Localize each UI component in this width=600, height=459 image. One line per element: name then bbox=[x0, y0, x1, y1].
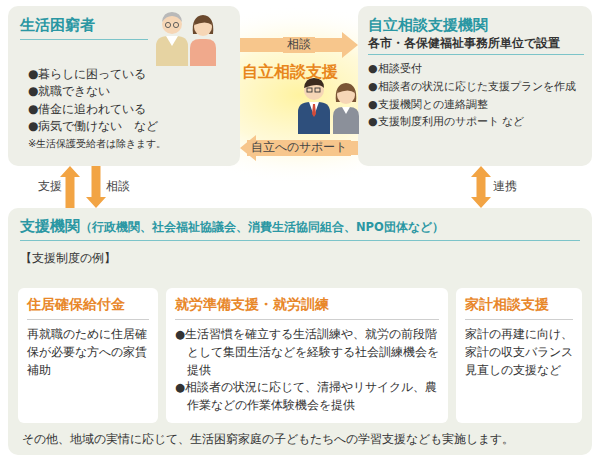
center-label: 自立相談支援 bbox=[242, 62, 338, 83]
box-title: 家計相談支援 bbox=[465, 296, 573, 320]
arrow-label: 連携 bbox=[493, 179, 517, 195]
flow-arrow bbox=[240, 135, 358, 161]
client-box: 生活困窮者 ●暮らしに困っている●就職できない●借金に追われている●病気で働けない… bbox=[8, 6, 240, 166]
box-text: ●相談者の状況に応じた支援プランを作成 bbox=[368, 78, 584, 96]
box-text: 家計の再建に向け、家計の収支バランス見直しの支援など bbox=[465, 326, 573, 379]
box-text: その他、地域の実情に応じて、生活困窮家庭の子どもたちへの学習支援なども実施します… bbox=[22, 431, 578, 447]
box-title: 自立相談支援機関 bbox=[368, 16, 584, 36]
title-row: 支援機関（行政機関、社会福祉協議会、消費生活協同組合、NPO団体など） bbox=[20, 216, 580, 241]
agency-box: 自立相談支援機関各市・各保健福祉事務所単位で設置 ●相談受付●相談者の状況に応じた… bbox=[358, 6, 592, 166]
box-text: ●病気で働けない など bbox=[20, 118, 228, 135]
counselor-pair bbox=[298, 78, 359, 134]
arrow-label: 相談 bbox=[283, 37, 315, 53]
box-text: （行政機関、社会福祉協議会、消費生活協同組合、NPO団体など） bbox=[80, 220, 444, 234]
arrow-label: 相談 bbox=[106, 179, 130, 195]
box-text: ●相談受付 bbox=[368, 60, 584, 78]
flow-arrow bbox=[240, 32, 358, 58]
box-text: ●就職できない bbox=[20, 83, 228, 100]
box-text: ●支援制度利用のサポート など bbox=[368, 113, 584, 131]
box-text: ●支援機関との連絡調整 bbox=[368, 96, 584, 114]
program-box: 住居確保給付金再就職のために住居確保が必要な方への家賃補助 bbox=[18, 288, 158, 423]
box-title: 生活困窮者 bbox=[20, 16, 148, 40]
arrow-label: 自立へのサポート bbox=[247, 140, 351, 156]
flow-arrow bbox=[60, 166, 80, 208]
box-text: 再就職のために住居確保が必要な方への家賃補助 bbox=[27, 326, 149, 379]
support-org-box: 支援機関（行政機関、社会福祉協議会、消費生活協同組合、NPO団体など） 【支援制度… bbox=[8, 208, 592, 455]
box-title: 住居確保給付金 bbox=[27, 296, 149, 320]
box-text: ●暮らしに困っている bbox=[20, 66, 228, 83]
box-text: ●相談者の状況に応じて、清掃やリサイクル、農作業などの作業体験機会を提供 bbox=[175, 379, 439, 415]
program-box: 家計相談支援家計の再建に向け、家計の収支バランス見直しの支援など bbox=[456, 288, 582, 423]
flow-arrow bbox=[86, 166, 106, 208]
box-text: 各市・各保健福祉事務所単位で設置 bbox=[368, 36, 584, 56]
flow-arrow bbox=[471, 166, 491, 208]
box-title: 支援機関 bbox=[20, 217, 80, 235]
box-text: ※生活保護受給者は除きます。 bbox=[20, 136, 228, 151]
box-text: 【支援制度の例】 bbox=[20, 251, 580, 266]
program-box: 就労準備支援・就労訓練 ●生活習慣を確立する生活訓練や、就労の前段階として集団生活… bbox=[166, 288, 448, 423]
arrow-label: 支援 bbox=[38, 179, 62, 195]
box-text: ●生活習慣を確立する生活訓練や、就労の前段階として集団生活などを経験する社会訓練… bbox=[175, 326, 439, 379]
box-title: 就労準備支援・就労訓練 bbox=[175, 296, 439, 320]
box-text: ●借金に追われている bbox=[20, 101, 228, 118]
